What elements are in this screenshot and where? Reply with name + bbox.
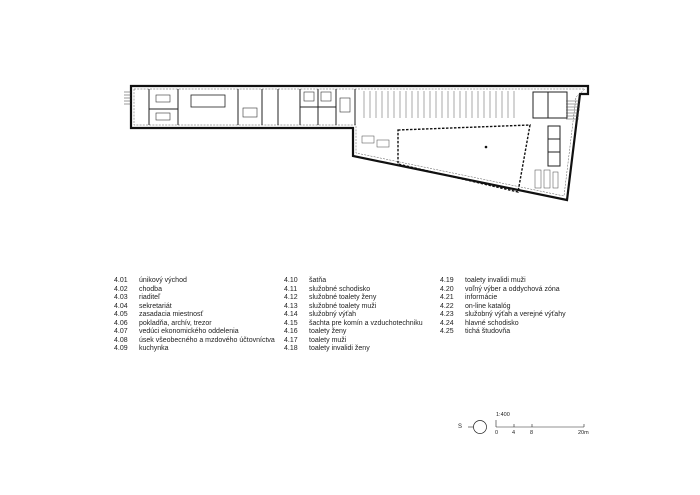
legend-item: 4.10 šatňa xyxy=(284,277,423,286)
legend-item: 4.25 tichá študovňa xyxy=(440,328,566,337)
legend-column-1: 4.01 únikový východ 4.02 chodba 4.03 riadit… xyxy=(114,277,275,354)
legend-label: šachta pre komín a vzduchotechniku xyxy=(309,319,423,327)
legend-number: 4.11 xyxy=(284,285,298,293)
legend-label: toalety invalidi ženy xyxy=(309,345,370,352)
legend-item: 4.15 šachta pre komín a vzduchotechniku xyxy=(284,320,423,329)
room-center-mark xyxy=(484,145,488,149)
legend-item: 4.07 vedúci ekonomického oddelenia xyxy=(114,328,275,337)
legend-item: 4.01 únikový východ xyxy=(114,277,275,286)
quiet-study-room xyxy=(397,124,531,193)
north-letter: S xyxy=(458,424,463,430)
legend-number: 4.15 xyxy=(284,319,298,327)
legend-item: 4.22 on-line katalóg xyxy=(440,303,566,312)
building-inner-wall xyxy=(133,88,586,197)
legend-number: 4.13 xyxy=(284,302,298,310)
legend-number: 4.14 xyxy=(284,311,298,318)
building-outer-wall xyxy=(129,84,590,202)
legend-label: zasadacia miestnosť xyxy=(139,311,204,318)
legend-item: 4.04 sekretariát xyxy=(114,303,275,312)
legend-number: 4.22 xyxy=(440,302,454,310)
right-core xyxy=(532,91,568,167)
legend-number: 4.23 xyxy=(440,311,454,318)
legend-item: 4.23 služobný výťah a verejné výťahy xyxy=(440,311,566,320)
legend-number: 4.02 xyxy=(114,285,128,293)
legend-number: 4.24 xyxy=(440,319,454,327)
scale-tick-4: 4 xyxy=(512,430,516,436)
legend-number: 4.19 xyxy=(440,277,454,284)
legend-number: 4.05 xyxy=(114,311,128,318)
scale-tick-20m: 20m xyxy=(578,430,589,436)
scale-ratio: 1:400 xyxy=(496,412,510,418)
conference-table xyxy=(190,94,226,108)
legend-number: 4.04 xyxy=(114,302,128,310)
legend-item: 4.18 toalety invalidi ženy xyxy=(284,345,423,354)
legend-label: pokladňa, archív, trezor xyxy=(139,319,212,327)
legend-number: 4.21 xyxy=(440,294,454,301)
legend-item: 4.06 pokladňa, archív, trezor xyxy=(114,320,275,329)
scale-tick-0: 0 xyxy=(495,430,499,436)
legend-label: informácie xyxy=(465,294,498,301)
legend-label: služobný výťah xyxy=(309,311,356,318)
legend-item: 4.12 služobné toalety ženy xyxy=(284,294,423,303)
legend-label: šatňa xyxy=(309,277,327,284)
office-furniture xyxy=(155,91,351,121)
legend-number: 4.03 xyxy=(114,294,128,301)
legend-number: 4.07 xyxy=(114,328,128,335)
legend-item: 4.05 zasadacia miestnosť xyxy=(114,311,275,320)
legend-label: chodba xyxy=(139,285,162,293)
legend-label: služobný výťah a verejné výťahy xyxy=(465,311,566,318)
north-arrow-icon xyxy=(468,420,487,434)
legend-item: 4.17 toalety muži xyxy=(284,337,423,346)
legend-label: tichá študovňa xyxy=(465,328,511,335)
legend-label: služobné toalety ženy xyxy=(309,294,377,301)
legend-item: 4.21 informácie xyxy=(440,294,566,303)
legend-item: 4.02 chodba xyxy=(114,286,275,295)
legend-number: 4.10 xyxy=(284,277,298,284)
legend-item: 4.14 služobný výťah xyxy=(284,311,423,320)
legend-item: 4.24 hlavné schodisko xyxy=(440,320,566,329)
legend-label: toalety muži xyxy=(309,336,347,344)
legend-label: únikový východ xyxy=(139,277,187,284)
legend-number: 4.09 xyxy=(114,345,128,352)
legend-label: hlavné schodisko xyxy=(465,319,519,327)
legend-item: 4.20 voľný výber a oddychová zóna xyxy=(440,286,566,295)
legend-number: 4.20 xyxy=(440,285,454,293)
legend-number: 4.25 xyxy=(440,328,454,335)
legend-label: on-line katalóg xyxy=(465,302,511,310)
legend-label: kuchynka xyxy=(139,345,169,352)
legend-number: 4.08 xyxy=(114,336,128,344)
legend-item: 4.09 kuchynka xyxy=(114,345,275,354)
legend-item: 4.16 toalety ženy xyxy=(284,328,423,337)
legend-number: 4.01 xyxy=(114,277,128,284)
left-stair xyxy=(124,91,131,105)
legend-column-3: 4.19 toalety invalidi muži 4.20 voľný výbe… xyxy=(440,277,566,337)
office-partitions xyxy=(148,89,356,125)
legend-number: 4.06 xyxy=(114,319,128,327)
legend-label: služobné schodisko xyxy=(309,285,371,293)
legend-column-2: 4.10 šatňa 4.11 služobné schodisko 4.12 slu… xyxy=(284,277,423,354)
legend-label: sekretariát xyxy=(139,302,172,310)
legend-number: 4.12 xyxy=(284,294,298,301)
right-stair xyxy=(566,100,580,120)
legend-number: 4.16 xyxy=(284,328,298,335)
legend-item: 4.03 riaditeľ xyxy=(114,294,275,303)
legend-label: toalety invalidi muži xyxy=(465,277,526,284)
legend-label: toalety ženy xyxy=(309,328,347,335)
legend-label: riaditeľ xyxy=(139,294,161,301)
scale-tick-8: 8 xyxy=(530,430,534,436)
legend-item: 4.13 služobné toalety muži xyxy=(284,303,423,312)
legend-label: vedúci ekonomického oddelenia xyxy=(139,328,239,335)
legend-label: služobné toalety muži xyxy=(309,302,377,310)
legend-number: 4.18 xyxy=(284,345,298,352)
book-shelves xyxy=(363,91,515,118)
legend-label: úsek všeobecného a mzdového účtovníctva xyxy=(139,336,275,344)
legend-item: 4.08 úsek všeobecného a mzdového účtovníc… xyxy=(114,337,275,346)
legend-item: 4.19 toalety invalidi muži xyxy=(440,277,566,286)
reading-desks xyxy=(361,135,559,189)
legend-label: voľný výber a oddychová zóna xyxy=(465,285,560,293)
legend-number: 4.17 xyxy=(284,336,298,344)
legend-item: 4.11 služobné schodisko xyxy=(284,286,423,295)
scale-bar xyxy=(495,420,585,428)
